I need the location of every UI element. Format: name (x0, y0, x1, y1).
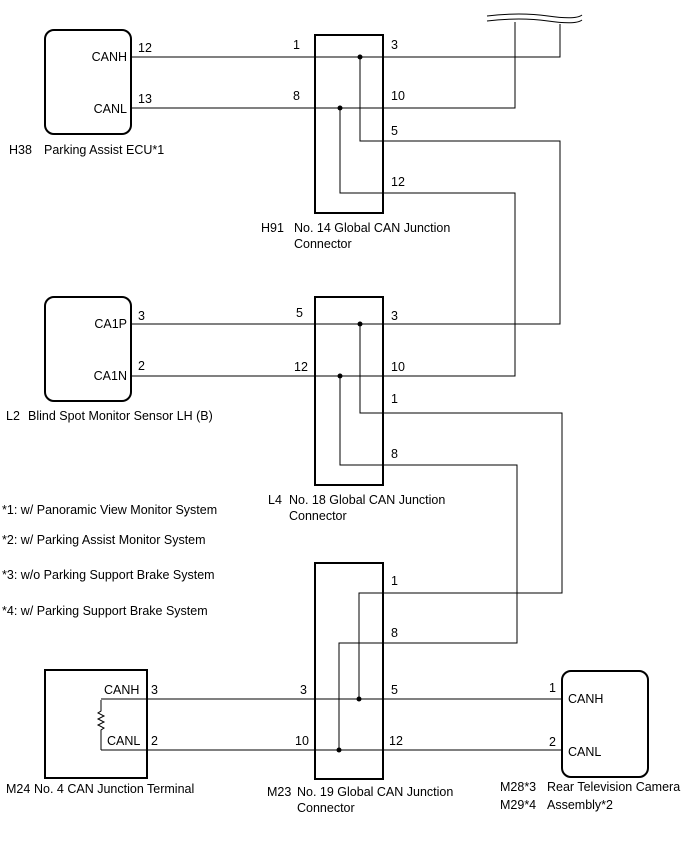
l2-pin-ca1n-label: CA1N (94, 369, 127, 383)
h91-internal-h (359, 57, 383, 142)
l4-internal-h (359, 324, 383, 414)
junction-dot (337, 105, 343, 111)
h38-component-box (44, 29, 132, 135)
m24-pin-3-number: 3 (151, 683, 158, 697)
h91-pin-5-number: 5 (391, 124, 398, 138)
m23-internal-l (338, 642, 383, 750)
m24-component-box (44, 669, 148, 779)
m28-pin-canh-label: CANH (568, 692, 603, 706)
h91-code: H91 (261, 221, 284, 235)
h91-pin-1-number: 1 (293, 38, 300, 52)
m23-name-line2: Connector (297, 801, 355, 815)
wire-break-icon (486, 13, 583, 24)
l2-pin-ca1p-label: CA1P (94, 317, 127, 331)
l2-component-box (44, 296, 132, 402)
l4-pin-3-number: 3 (391, 309, 398, 323)
h91-pin-12-number: 12 (391, 175, 405, 189)
l4-pin-5-number: 5 (296, 306, 303, 320)
m24-code: M24 (6, 782, 30, 796)
h91-pin-8-number: 8 (293, 89, 300, 103)
m23-pin-5-number: 5 (391, 683, 398, 697)
m23-internal-h (358, 592, 383, 699)
l2-code: L2 (6, 409, 20, 423)
l4-connector-box (314, 296, 384, 486)
l2-name: Blind Spot Monitor Sensor LH (B) (28, 409, 213, 423)
m28-pin-canl-label: CANL (568, 745, 601, 759)
m24-pin-2-number: 2 (151, 734, 158, 748)
m24-pin-canl-label: CANL (107, 734, 140, 748)
h91-internal-l (339, 108, 383, 194)
h91-name-line2: Connector (294, 237, 352, 251)
m28-component-box (561, 670, 649, 778)
m28-name-line2: Assembly*2 (547, 798, 613, 812)
h91-pin-3-number: 3 (391, 38, 398, 52)
h38-pin-canl-label: CANL (94, 102, 127, 116)
junction-dot (337, 373, 343, 379)
l4-pin-8-number: 8 (391, 447, 398, 461)
wire-h91-pin5-to-l4-pin3 (383, 140, 561, 325)
l4-pin-12-number: 12 (294, 360, 308, 374)
m28-pin-2-number: 2 (549, 735, 556, 749)
l4-name-line2: Connector (289, 509, 347, 523)
junction-dot (357, 321, 363, 327)
h38-pin-12-number: 12 (138, 41, 152, 55)
m23-pin-3-number: 3 (300, 683, 307, 697)
m23-name-line1: No. 19 Global CAN Junction (297, 785, 453, 799)
wire-h91-pin12-to-l4-pin10 (383, 192, 516, 377)
note-1: *1: w/ Panoramic View Monitor System (2, 503, 217, 517)
l4-code: L4 (268, 493, 282, 507)
l4-internal-l (339, 376, 383, 466)
l2-pin-2-number: 2 (138, 359, 145, 373)
wire-h91-pin3-to-break (383, 24, 561, 58)
wire-l4-pin1-to-m23-pin1 (383, 412, 563, 594)
m23-pin-1-number: 1 (391, 574, 398, 588)
m29-code: M29*4 (500, 798, 536, 812)
l4-name-line1: No. 18 Global CAN Junction (289, 493, 445, 507)
m23-connector-box (314, 562, 384, 780)
m23-code: M23 (267, 785, 291, 799)
l4-pin-10-number: 10 (391, 360, 405, 374)
junction-dot (357, 54, 363, 60)
l4-pin-1-number: 1 (391, 392, 398, 406)
terminator-resistor-icon (96, 700, 106, 750)
m28-pin-1-number: 1 (549, 681, 556, 695)
l2-pin-3-number: 3 (138, 309, 145, 323)
wire-group (101, 22, 563, 751)
h91-pin-10-number: 10 (391, 89, 405, 103)
m28-name-line1: Rear Television Camera (547, 780, 680, 794)
m23-pin-12-number: 12 (389, 734, 403, 748)
h91-connector-box (314, 34, 384, 214)
h38-pin-canh-label: CANH (92, 50, 127, 64)
m24-name: No. 4 CAN Junction Terminal (34, 782, 194, 796)
junction-dot (356, 696, 362, 702)
m28-code: M28*3 (500, 780, 536, 794)
h38-pin-13-number: 13 (138, 92, 152, 106)
wire-h91-pin10-to-break (383, 22, 516, 109)
note-2: *2: w/ Parking Assist Monitor System (2, 533, 206, 547)
wire-l4-pin8-to-m23-pin8 (383, 464, 518, 644)
h38-name: Parking Assist ECU*1 (44, 143, 164, 157)
m24-pin-canh-label: CANH (104, 683, 139, 697)
note-4: *4: w/ Parking Support Brake System (2, 604, 208, 618)
note-3: *3: w/o Parking Support Brake System (2, 568, 215, 582)
m23-pin-8-number: 8 (391, 626, 398, 640)
junction-dot (336, 747, 342, 753)
m23-pin-10-number: 10 (295, 734, 309, 748)
h91-name-line1: No. 14 Global CAN Junction (294, 221, 450, 235)
h38-code: H38 (9, 143, 32, 157)
